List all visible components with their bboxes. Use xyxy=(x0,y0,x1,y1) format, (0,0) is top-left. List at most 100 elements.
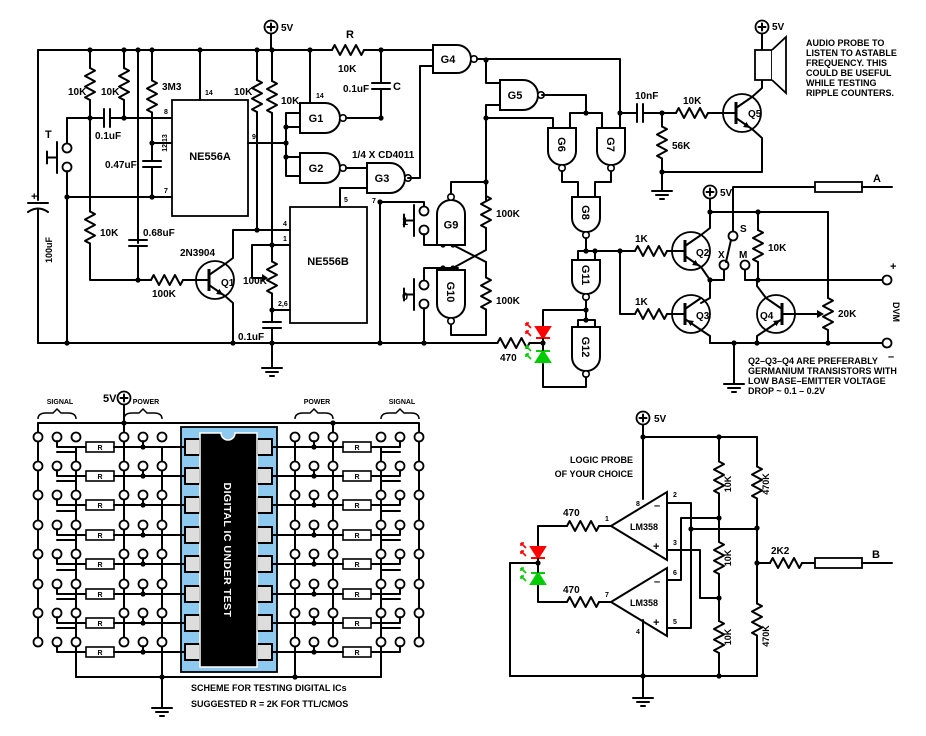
junction-dot xyxy=(121,47,127,53)
ic-label: DIGITAL IC UNDER TEST xyxy=(221,483,233,618)
light-emission-arrow-icon xyxy=(520,567,527,574)
resistor xyxy=(634,245,668,257)
junction-dot xyxy=(140,473,146,479)
wire xyxy=(476,58,621,129)
pin-label: 9 xyxy=(252,134,256,141)
speaker-coil xyxy=(754,49,773,81)
wire xyxy=(452,241,487,269)
junction-dot xyxy=(254,47,260,53)
plus-sign-icon xyxy=(638,413,648,423)
wire xyxy=(370,498,401,506)
wire xyxy=(732,186,816,232)
wire xyxy=(56,645,87,653)
transistor-label: Q4 xyxy=(760,311,774,322)
junction-dot xyxy=(197,47,203,53)
ic-pin xyxy=(184,643,201,661)
ic-pin xyxy=(256,467,273,485)
wire xyxy=(224,295,234,344)
op-amp xyxy=(609,490,668,562)
ic-pin xyxy=(184,526,201,544)
ic-pin xyxy=(256,643,273,661)
test-terminal xyxy=(327,460,339,472)
capacitor-label: 0.1uF xyxy=(238,332,264,343)
switch-label: 1 xyxy=(402,216,408,228)
wire xyxy=(370,528,401,536)
note-line: LOW BASE–EMITTER VOLTAGE xyxy=(748,376,886,386)
capacitor-label: 10nF xyxy=(635,91,658,102)
resistor xyxy=(634,308,668,320)
pin-label: 5 xyxy=(673,619,677,626)
gate-label: G12 xyxy=(579,337,591,358)
test-terminal xyxy=(327,636,339,648)
switch-label: M xyxy=(739,250,747,261)
junction-dot xyxy=(311,502,317,508)
resistor-label: R xyxy=(97,562,102,569)
test-terminal xyxy=(156,548,168,560)
pin-label: 4 xyxy=(283,221,287,228)
junction-dot xyxy=(140,502,146,508)
pin-label: 5 xyxy=(344,197,348,204)
group-bracket xyxy=(380,407,420,420)
pot-label: 20K xyxy=(838,309,857,320)
emitter-arrow-icon xyxy=(687,320,694,327)
junction-dot xyxy=(140,649,146,655)
resistor-label: R xyxy=(97,650,102,657)
transistor-label: Q1 xyxy=(221,278,235,289)
resistor-label: 470 xyxy=(500,353,517,364)
wire xyxy=(56,440,87,448)
resistor xyxy=(84,210,96,245)
switch-label: S xyxy=(740,224,747,235)
ground-icon xyxy=(632,697,654,707)
gate-label: G1 xyxy=(309,113,324,125)
junction-dot xyxy=(378,115,384,121)
inverter-bubble-icon xyxy=(446,316,455,325)
test-terminal xyxy=(32,607,44,619)
wire xyxy=(661,128,763,173)
light-emission-arrow-icon xyxy=(525,353,532,360)
supply-label: 5V xyxy=(103,393,117,405)
note-line: COULD BE USEFUL xyxy=(806,68,892,78)
resistor-label: 100K xyxy=(152,289,177,300)
note-line: LISTEN TO ASTABLE xyxy=(806,48,897,58)
test-terminal xyxy=(156,460,168,472)
junction-dot xyxy=(230,340,236,346)
junction-dot xyxy=(283,154,289,160)
test-terminal xyxy=(70,519,82,531)
note-line: WHILE TESTING xyxy=(806,78,877,88)
ic-pin xyxy=(256,614,273,632)
junction-dot xyxy=(311,532,317,538)
resistor-label: 10K xyxy=(68,87,87,98)
ic-label: NE556B xyxy=(307,256,349,268)
note-line: AUDIO PROBE TO xyxy=(806,38,884,48)
light-emission-arrow-icon xyxy=(520,575,527,582)
resistor-label: 470 xyxy=(563,508,580,519)
resistor-label: 10K xyxy=(101,87,120,98)
test-terminal xyxy=(70,607,82,619)
test-terminal xyxy=(32,636,44,648)
wire xyxy=(684,297,702,310)
resistor xyxy=(146,79,158,114)
opamp-input-sign: – xyxy=(654,576,660,588)
transistor-type-label: 2N3904 xyxy=(180,248,215,259)
trigger-switch xyxy=(46,141,58,174)
test-terminal xyxy=(289,607,301,619)
pin-label: 6 xyxy=(673,570,677,577)
junction-dot xyxy=(140,620,146,626)
capacitor xyxy=(371,82,391,90)
test-terminal xyxy=(118,460,130,472)
probe-label: A xyxy=(873,173,881,185)
wire xyxy=(756,279,767,299)
resistor xyxy=(822,297,834,331)
resistor xyxy=(751,465,763,500)
wire xyxy=(666,517,720,581)
wire xyxy=(537,584,556,603)
wire xyxy=(594,170,612,198)
wire xyxy=(450,319,487,336)
wire xyxy=(379,201,425,207)
transistor-label: Q3 xyxy=(696,311,710,322)
resistor xyxy=(266,80,278,114)
light-emission-arrow-icon xyxy=(520,550,527,557)
wire xyxy=(541,94,587,114)
resistor xyxy=(266,260,278,295)
junction-dot xyxy=(377,340,383,346)
